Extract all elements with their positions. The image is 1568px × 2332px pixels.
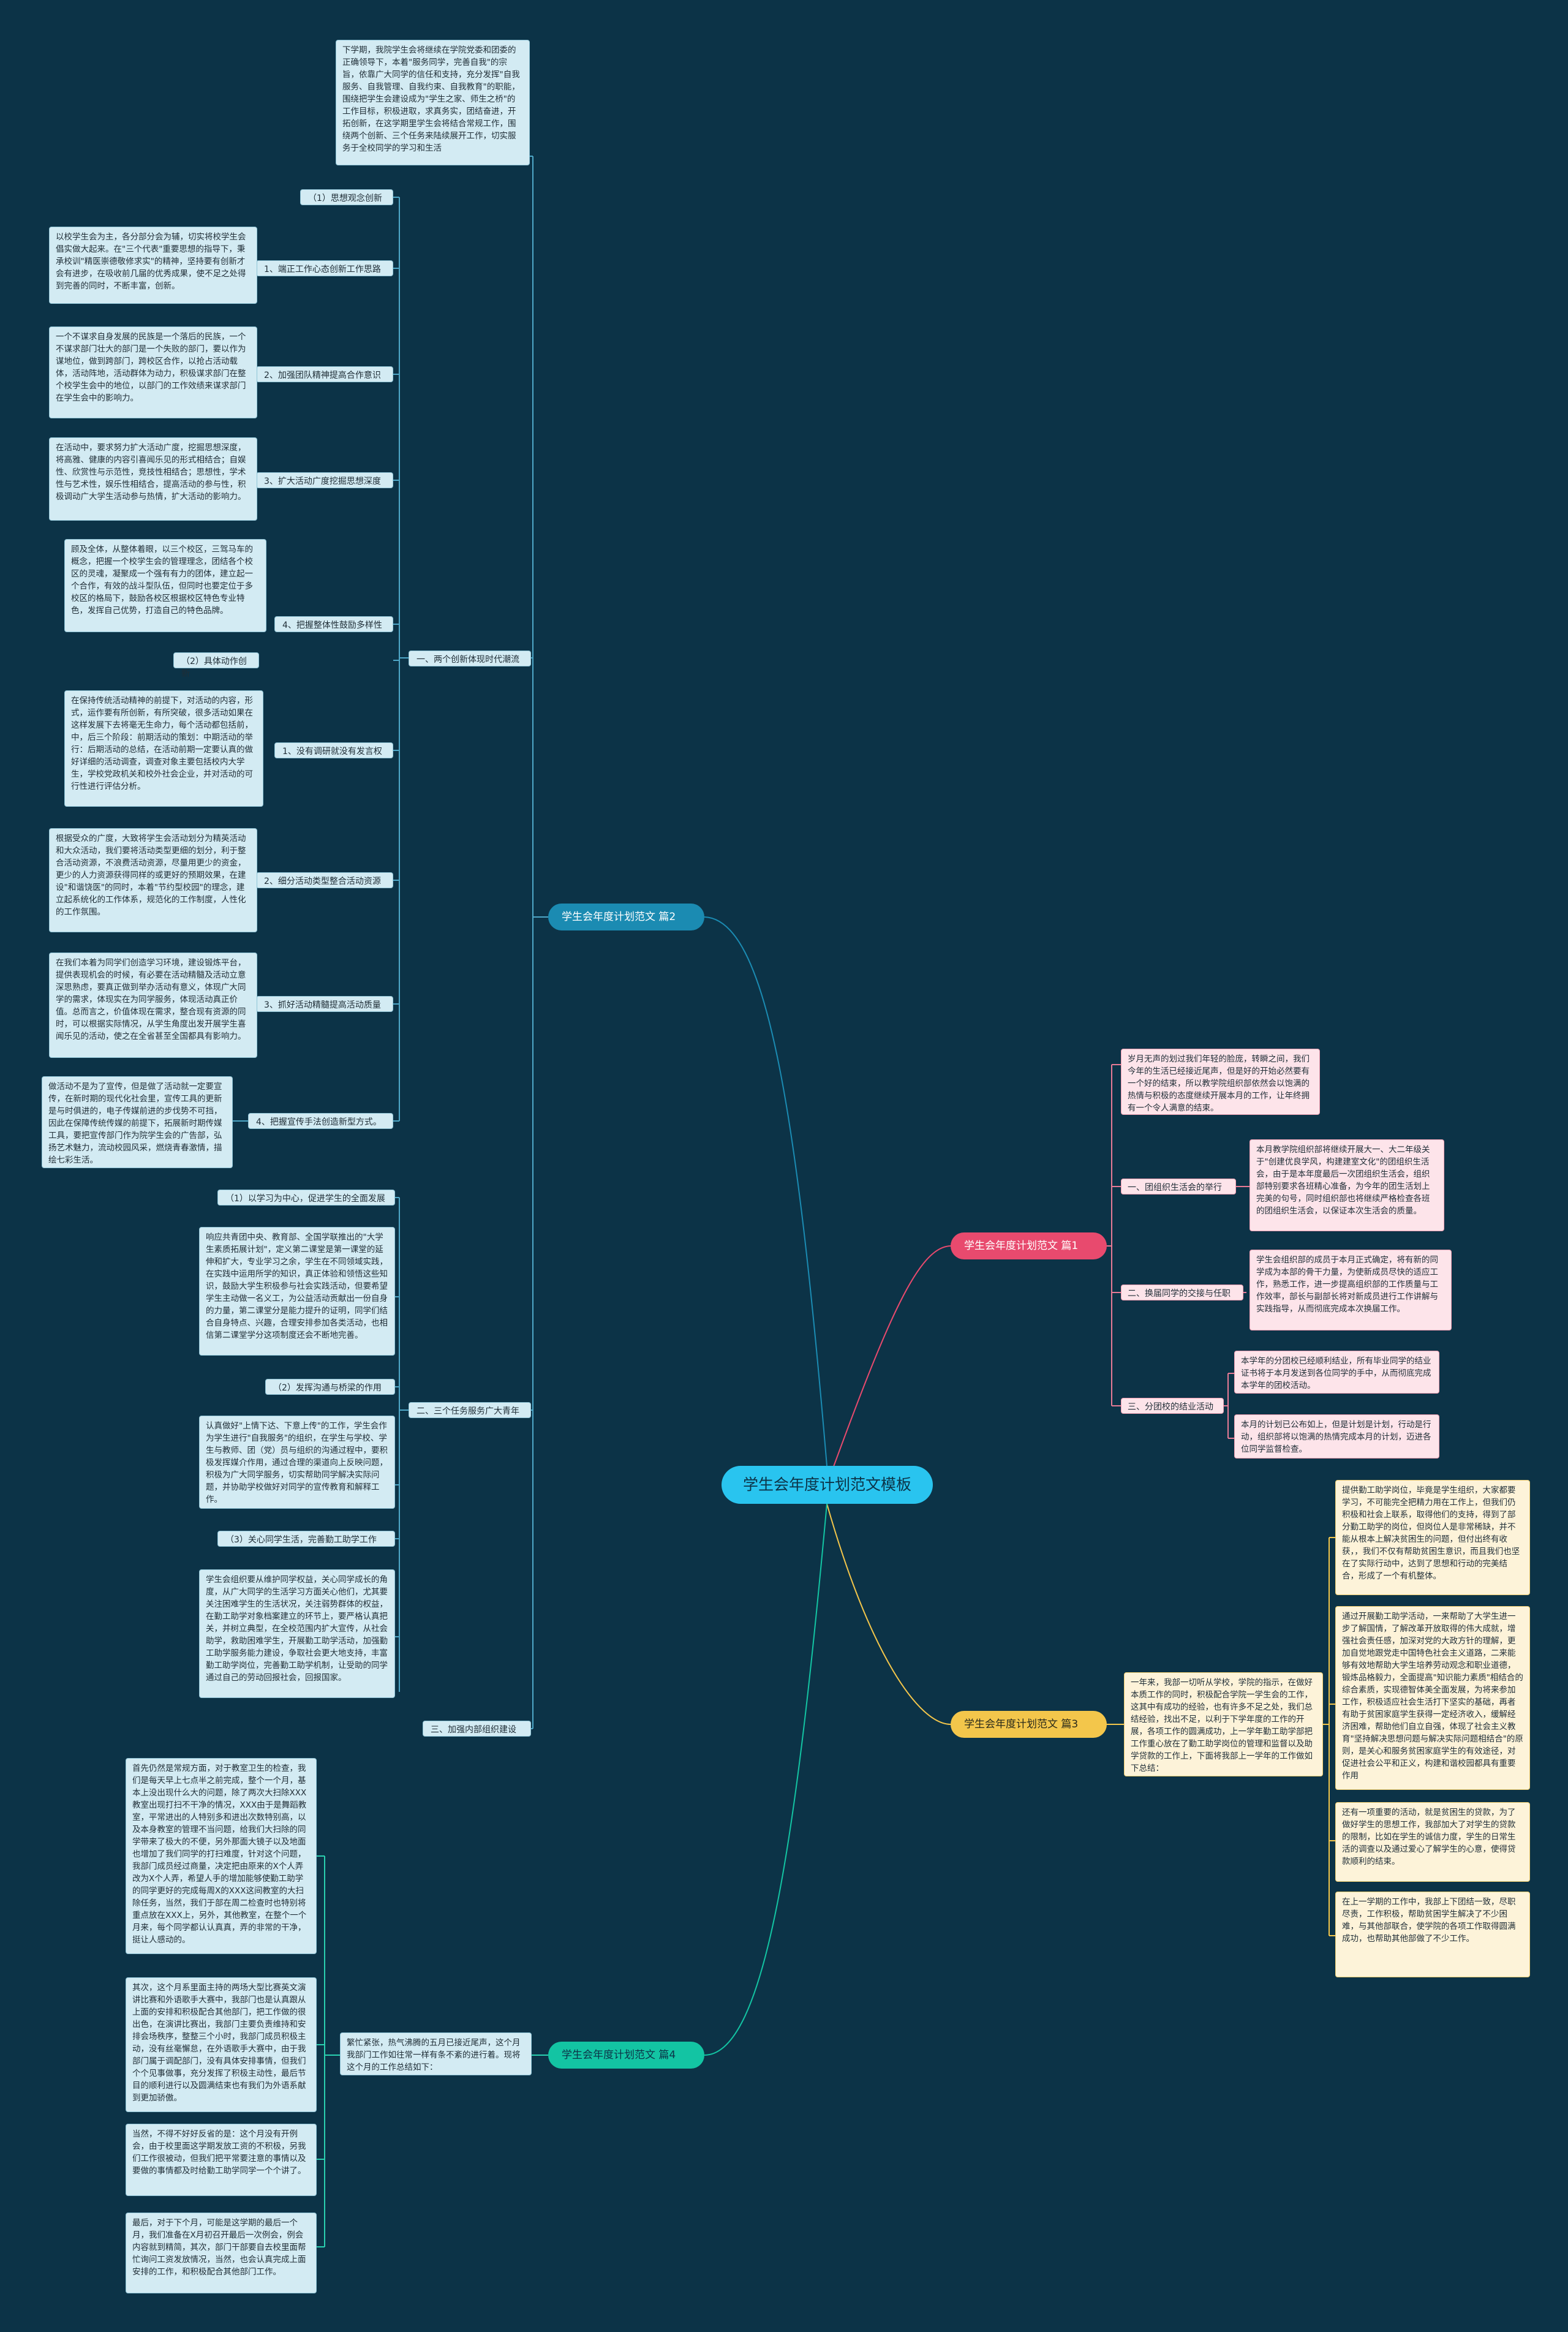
b2-s1-b-label[interactable]: 1、端正工作心态创新工作思路 bbox=[256, 260, 393, 276]
b3-text-4[interactable]: 在上一学期的工作中，我部上下团结一致，尽职尽责，工作积极，帮助贫困学生解决了不少… bbox=[1335, 1892, 1530, 1977]
b2-s2-b-label[interactable]: （2）发挥沟通与桥梁的作用 bbox=[265, 1379, 395, 1395]
b1-s1-label[interactable]: 一、团组织生活会的举行 bbox=[1121, 1179, 1236, 1194]
b4-text-2[interactable]: 其次，这个月系里面主持的两场大型比赛英文演讲比赛和外语歌手大赛中，我部门也是认真… bbox=[126, 1977, 317, 2112]
b2-s1-g-text[interactable]: 在保持传统活动精神的前提下，对活动的内容，形式，运作要有所创新，有所突破，很多活… bbox=[64, 690, 263, 807]
b2-s1-e-text[interactable]: 顾及全体，从整体着眼，以三个校区，三驾马车的概念，把握一个校学生会的管理理念，团… bbox=[64, 539, 266, 632]
b4-text-3[interactable]: 当然，不得不好好反省的是：这个月没有开例会，由于校里面这学期发放工资的不积极，另… bbox=[126, 2124, 317, 2196]
b2-s2-a-label[interactable]: （1）以学习为中心，促进学生的全面发展 bbox=[217, 1190, 395, 1206]
b2-s1-g-label[interactable]: 1、没有调研就没有发言权 bbox=[274, 742, 393, 758]
b2-intro-text[interactable]: 下学期，我院学生会将继续在学院党委和团委的正确领导下，本着"服务同学，完善自我"… bbox=[336, 40, 530, 165]
connector-root-b1 bbox=[826, 1245, 951, 1485]
b3-intro-text[interactable]: 一年来，我部一切听从学校，学院的指示，在做好本质工作的同时，积极配合学院一学生会… bbox=[1124, 1672, 1323, 1776]
b2-s1-c-text[interactable]: 一个不谋求自身发展的民族是一个落后的民族，一个不谋求部门壮大的部门是一个失败的部… bbox=[49, 326, 257, 418]
b2-s1-h-text[interactable]: 根据受众的广度，大致将学生会活动划分为精英活动和大众活动，我们要将活动类型更细的… bbox=[49, 828, 257, 932]
connector-root-b3 bbox=[826, 1503, 951, 1725]
connector-root-b2 bbox=[704, 916, 827, 1466]
b2-s1-d-text[interactable]: 在活动中，要求努力扩大活动广度，挖掘思想深度，将高雅、健康的内容引喜闻乐见的形式… bbox=[49, 437, 257, 521]
b2-s1-a-label[interactable]: （1）思想观念创新 bbox=[300, 189, 393, 205]
b4-text-1[interactable]: 首先仍然是常规方面，对于教室卫生的检查，我们是每天早上七点半之前完成，整个一个月… bbox=[126, 1758, 317, 1954]
b2-s1-j-label[interactable]: 4、把握宣传手法创造新型方式。 bbox=[248, 1113, 393, 1129]
b1-s2-label[interactable]: 二、换届同学的交接与任职 bbox=[1121, 1285, 1243, 1300]
root-topic[interactable]: 学生会年度计划范文模板 bbox=[722, 1466, 933, 1504]
b2-s1-h-label[interactable]: 2、细分活动类型整合活动资源 bbox=[256, 872, 393, 888]
b3-text-3[interactable]: 还有一项重要的活动，就是贫困生的贷款，为了做好学生的思想工作，我部加大了对学生的… bbox=[1335, 1802, 1530, 1882]
b1-intro-text[interactable]: 岁月无声的划过我们年轻的脸庞，转瞬之间，我们今年的生活已经接近尾声，但是好的开始… bbox=[1121, 1049, 1320, 1115]
b2-s2-b-text[interactable]: 认真做好"上情下达、下意上传"的工作，学生会作为学生进行"自我服务"的组织，在学… bbox=[199, 1416, 395, 1509]
b2-s1-d-label[interactable]: 3、扩大活动广度挖掘思想深度 bbox=[256, 472, 393, 488]
b1-s3-label[interactable]: 三、分团校的结业活动 bbox=[1121, 1398, 1224, 1414]
b2-s2-a-text[interactable]: 响应共青团中央、教育部、全国学联推出的"大学生素质拓展计划"，定义第二课堂是第一… bbox=[199, 1227, 395, 1356]
branch-b3[interactable]: 学生会年度计划范文 篇3 bbox=[951, 1711, 1107, 1738]
b1-s1-text[interactable]: 本月教学院组织部将继续开展大一、大二年级关于"创建优良学风，构建建室文化"的团组… bbox=[1250, 1139, 1444, 1231]
b2-s1-i-label[interactable]: 3、抓好活动精髓提高活动质量 bbox=[256, 996, 393, 1012]
b2-s2-c-label[interactable]: （3）关心同学生活，完善勤工助学工作 bbox=[217, 1531, 395, 1547]
b3-text-2[interactable]: 通过开展勤工助学活动，一来帮助了大学生进一步了解国情，了解改革开放取得的伟大成就… bbox=[1335, 1606, 1530, 1790]
b2-s2-c-text[interactable]: 学生会组织要从维护同学权益，关心同学成长的角度，从广大同学的生活学习方面关心他们… bbox=[199, 1569, 395, 1698]
b1-s3-text-2[interactable]: 本月的计划已公布如上，但是计划是计划，行动是行动，组织部将以饱满的热情完成本月的… bbox=[1234, 1414, 1439, 1458]
b2-s2-label[interactable]: 二、三个任务服务广大青年 bbox=[409, 1402, 531, 1418]
branch-b1[interactable]: 学生会年度计划范文 篇1 bbox=[951, 1232, 1107, 1259]
b4-intro-text[interactable]: 繁忙紧张，热气沸腾的五月已接近尾声，这个月我部门工作如往常一样有条不紊的进行着。… bbox=[340, 2032, 532, 2075]
b2-s1-b-text[interactable]: 以校学生会为主，各分部分会为辅，切实将校学生会倡实做大起来。在"三个代表"重要思… bbox=[49, 227, 257, 304]
b2-s1-i-text[interactable]: 在我们本着为同学们创造学习环境，建设锻炼平台，提供表现机会的时候，有必要在活动精… bbox=[49, 953, 257, 1058]
branch-b2[interactable]: 学生会年度计划范文 篇2 bbox=[548, 904, 704, 930]
b4-text-4[interactable]: 最后，对于下个月，可能是这学期的最后一个月，我们准备在X月初召开最后一次例会，例… bbox=[126, 2213, 317, 2293]
connector-root-b4 bbox=[704, 1503, 827, 2056]
b3-text-1[interactable]: 提供勤工助学岗位，毕竟是学生组织，大家都要学习，不可能完全把精力用在工作上，但我… bbox=[1335, 1480, 1530, 1595]
b1-s3-text-1[interactable]: 本学年的分团校已经顺利结业，所有毕业同学的结业证书将于本月发送到各位同学的手中，… bbox=[1234, 1351, 1439, 1394]
b2-s1-f-label[interactable]: （2）具体动作创新 bbox=[173, 652, 259, 679]
b2-s1-j-text[interactable]: 做活动不是为了宣传，但是做了活动就一定要宣传，在新时期的现代化社会里，宣传工具的… bbox=[42, 1076, 233, 1168]
b2-s1-label[interactable]: 一、两个创新体现时代潮流 bbox=[409, 651, 531, 666]
b2-s1-e-label[interactable]: 4、把握整体性鼓励多样性 bbox=[274, 616, 393, 632]
b2-s3-label[interactable]: 三、加强内部组织建设 bbox=[423, 1721, 531, 1737]
branch-b4[interactable]: 学生会年度计划范文 篇4 bbox=[548, 2042, 704, 2069]
b2-s1-c-label[interactable]: 2、加强团队精神提高合作意识 bbox=[256, 366, 393, 382]
b1-s2-text[interactable]: 学生会组织部的成员于本月正式确定，将有新的同学成为本部的骨干力量，为使新成员尽快… bbox=[1250, 1250, 1452, 1330]
